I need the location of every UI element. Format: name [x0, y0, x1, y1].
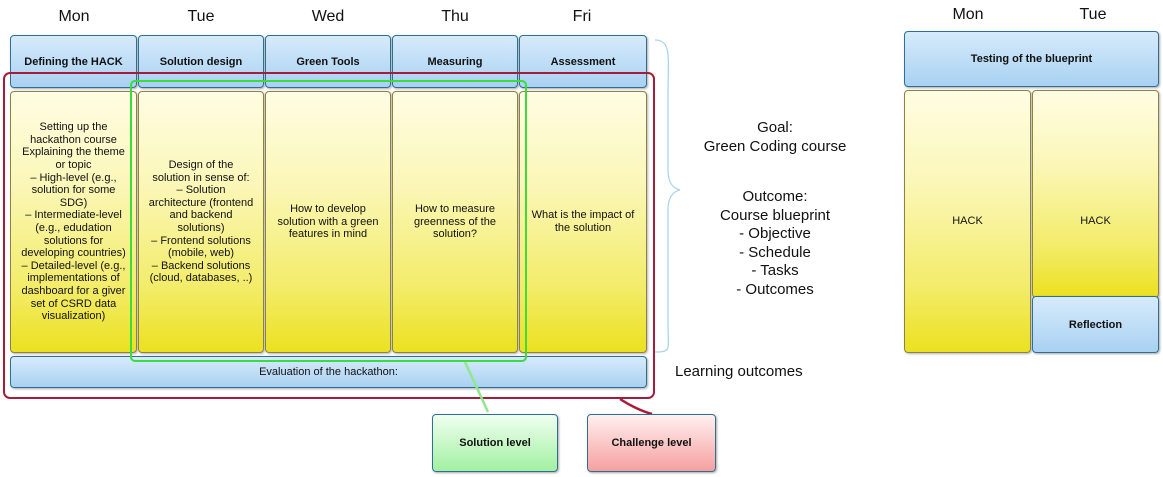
week-brace	[654, 39, 681, 353]
challenge-connector	[619, 397, 653, 416]
content-solution-design[interactable]: Design of the solution in sense of: – So…	[138, 91, 264, 353]
week2-day-label-mon: Mon	[952, 6, 984, 23]
header-solution-design[interactable]: Solution design	[138, 35, 264, 88]
content-measuring[interactable]: How to measure greenness of the solution…	[392, 91, 518, 353]
solution-level-frame	[130, 80, 527, 362]
week2-content-tue-text: HACK	[1080, 215, 1111, 227]
week2-content-tue[interactable]: HACK	[1032, 90, 1159, 298]
header-assessment[interactable]: Assessment	[519, 35, 647, 88]
content-defining-the-hack[interactable]: Setting up the hackathon course Explaini…	[10, 91, 137, 353]
day-label-wed: Wed	[311, 8, 345, 25]
week2-content-mon[interactable]: HACK	[904, 90, 1031, 353]
content-assessment[interactable]: What is the impact of the solution	[519, 91, 647, 353]
content-green-tools[interactable]: How to develop solution with a green fea…	[265, 91, 391, 353]
header-defining-the-hack[interactable]: Defining the HACK	[10, 35, 137, 88]
solution-connector	[463, 361, 490, 413]
reflection-box[interactable]: Reflection	[1032, 296, 1159, 353]
goal-text: Goal: Green Coding course	[703, 119, 847, 155]
challenge-level-box[interactable]: Challenge level	[587, 414, 716, 472]
day-label-mon: Mon	[58, 8, 90, 25]
content-assessment-text: What is the impact of the solution	[531, 209, 635, 234]
day-label-tue: Tue	[187, 8, 215, 25]
learning-outcomes-label: Learning outcomes	[675, 363, 803, 380]
week2-day-label-tue: Tue	[1079, 6, 1107, 23]
day-label-thu: Thu	[441, 8, 469, 25]
solution-level-box[interactable]: Solution level	[432, 414, 558, 472]
outcome-text: Outcome: Course blueprint - Objective - …	[719, 188, 831, 298]
content-defining-the-hack-text: Setting up the hackathon course Explaini…	[21, 121, 126, 323]
challenge-level-frame	[3, 72, 655, 399]
content-green-tools-text: How to develop solution with a green fea…	[277, 203, 379, 241]
evaluation-bar[interactable]: Evaluation of the hackathon:	[10, 356, 647, 388]
week2-content-mon-text: HACK	[952, 215, 983, 228]
header-testing-the-blueprint[interactable]: Testing of the blueprint	[904, 31, 1159, 87]
day-label-fri: Fri	[572, 8, 592, 25]
content-measuring-text: How to measure greenness of the solution…	[414, 203, 496, 241]
content-solution-design-text: Design of the solution in sense of: – So…	[148, 159, 254, 285]
header-green-tools[interactable]: Green Tools	[265, 35, 391, 88]
header-measuring[interactable]: Measuring	[392, 35, 518, 88]
